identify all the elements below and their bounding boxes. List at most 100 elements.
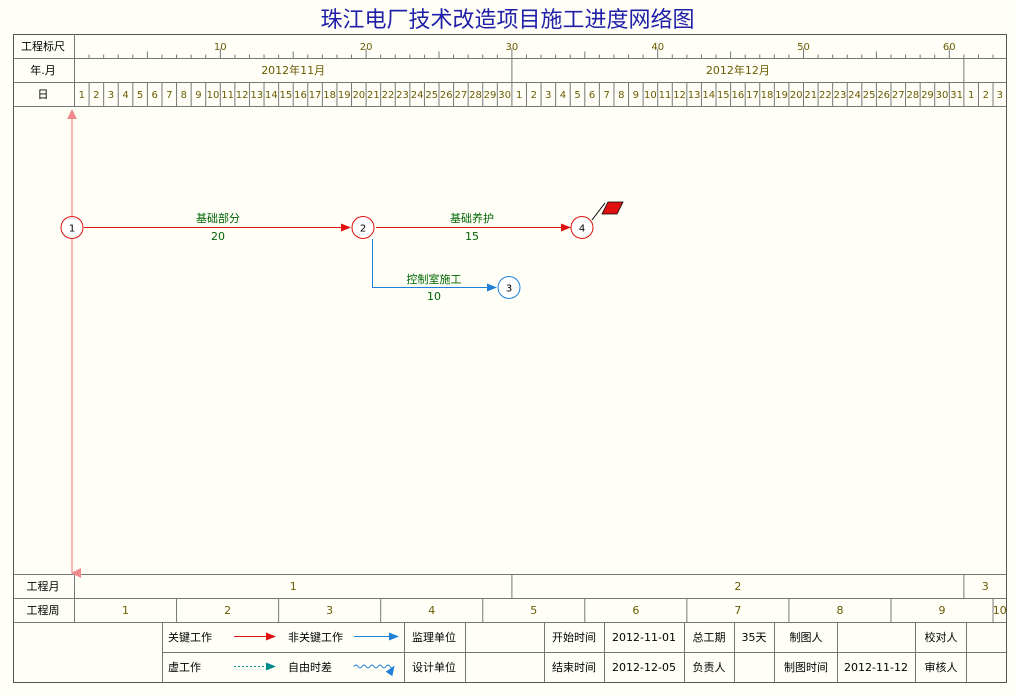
day-label: 20	[352, 90, 365, 101]
day-label: 22	[382, 90, 395, 101]
project-week-label: 5	[530, 604, 537, 617]
day-label: 7	[166, 90, 172, 101]
row-label-project-month: 工程月	[27, 580, 60, 593]
drawer-label: 制图人	[790, 631, 823, 644]
day-label: 23	[396, 90, 409, 101]
draw-time-label: 制图时间	[784, 661, 828, 674]
project-week-label: 6	[632, 604, 639, 617]
scale-tick-label: 20	[360, 42, 373, 53]
day-label: 29	[921, 90, 934, 101]
day-label: 30	[936, 90, 949, 101]
month-header: 2012年11月 2012年12月	[261, 58, 965, 83]
outer-frame	[13, 34, 1007, 683]
scale-tick-label: 40	[651, 42, 664, 53]
node-1-label: 1	[69, 224, 75, 235]
day-label: 8	[618, 90, 624, 101]
project-week-label: 3	[326, 604, 333, 617]
day-label: 21	[367, 90, 380, 101]
row-label-scale: 工程标尺	[21, 39, 65, 53]
day-label: 10	[207, 90, 220, 101]
day-label: 2	[93, 90, 99, 101]
month-label: 2012年11月	[261, 63, 325, 77]
month-label: 2012年12月	[706, 63, 770, 77]
day-label: 13	[250, 90, 263, 101]
scale-tick-label: 30	[506, 42, 519, 53]
day-label: 19	[775, 90, 788, 101]
day-label: 1	[516, 90, 522, 101]
day-label: 18	[761, 90, 774, 101]
total-duration-label: 总工期	[693, 630, 726, 644]
day-label: 5	[137, 90, 143, 101]
project-month-label: 2	[734, 580, 741, 593]
day-label: 3	[108, 90, 114, 101]
day-label: 6	[152, 90, 158, 101]
node-2-label: 2	[360, 224, 366, 235]
node-1[interactable]: 1	[60, 216, 84, 239]
header-lines	[13, 34, 1007, 623]
day-label: 15	[280, 90, 293, 101]
day-label: 30	[498, 90, 511, 101]
day-label: 2	[531, 90, 537, 101]
scale-ruler: 10 20 30 40 50 60	[88, 42, 994, 59]
day-label: 18	[323, 90, 336, 101]
day-label: 1	[79, 90, 85, 101]
legend-noncritical-label: 非关键工作	[288, 630, 343, 644]
project-week-label: 10	[993, 604, 1007, 617]
day-label: 3	[545, 90, 551, 101]
project-week-label: 2	[224, 604, 231, 617]
day-label: 6	[589, 90, 595, 101]
day-label: 22	[819, 90, 832, 101]
day-label: 13	[688, 90, 701, 101]
day-label: 17	[746, 90, 759, 101]
day-label: 4	[560, 90, 566, 101]
legend-free-float-label: 自由时差	[288, 660, 332, 674]
day-label: 17	[309, 90, 322, 101]
day-label: 9	[195, 90, 201, 101]
supervisor-label: 监理单位	[412, 630, 456, 644]
day-label: 4	[122, 90, 128, 101]
auditor-label: 审核人	[925, 660, 958, 674]
day-label: 15	[717, 90, 730, 101]
scale-tick-label: 10	[214, 42, 227, 53]
project-week-label: 4	[428, 604, 435, 617]
project-week-label: 9	[939, 604, 946, 617]
project-month-label: 1	[290, 580, 297, 593]
node-3[interactable]: 3	[497, 276, 521, 299]
node-2[interactable]: 2	[351, 216, 375, 239]
scale-tick-label: 60	[943, 42, 956, 53]
activity-label-foundation: 基础部分	[196, 211, 240, 225]
activity-arrow-control-room	[372, 239, 497, 292]
day-label: 14	[702, 90, 715, 101]
activity-label-control-room: 控制室施工	[407, 272, 462, 286]
legend-dummy-label: 虚工作	[168, 661, 201, 674]
row-label-day: 日	[38, 88, 49, 101]
start-time-label: 开始时间	[552, 630, 596, 644]
node-4[interactable]: 4	[570, 216, 594, 239]
draw-time-value: 2012-11-12	[844, 661, 908, 674]
node-4-label: 4	[579, 224, 585, 235]
row-label-project-week: 工程周	[27, 604, 60, 617]
day-label: 10	[644, 90, 657, 101]
day-label: 11	[659, 90, 672, 101]
day-label: 5	[574, 90, 580, 101]
day-label: 2	[983, 90, 989, 101]
day-label: 8	[181, 90, 187, 101]
day-label: 20	[790, 90, 803, 101]
project-week-label: 1	[122, 604, 129, 617]
day-label: 29	[484, 90, 497, 101]
activity-duration-foundation: 20	[211, 230, 225, 243]
day-label: 25	[863, 90, 876, 101]
day-label: 16	[732, 90, 745, 101]
day-label: 28	[906, 90, 919, 101]
legend-free-float-arrow	[353, 664, 395, 677]
day-label: 27	[892, 90, 905, 101]
day-label: 26	[440, 90, 453, 101]
day-label: 7	[603, 90, 609, 101]
legend-critical-label: 关键工作	[168, 630, 212, 644]
designer-label: 设计单位	[412, 660, 456, 674]
start-time-value: 2012-11-01	[612, 631, 676, 644]
scale-tick-label: 50	[797, 42, 810, 53]
